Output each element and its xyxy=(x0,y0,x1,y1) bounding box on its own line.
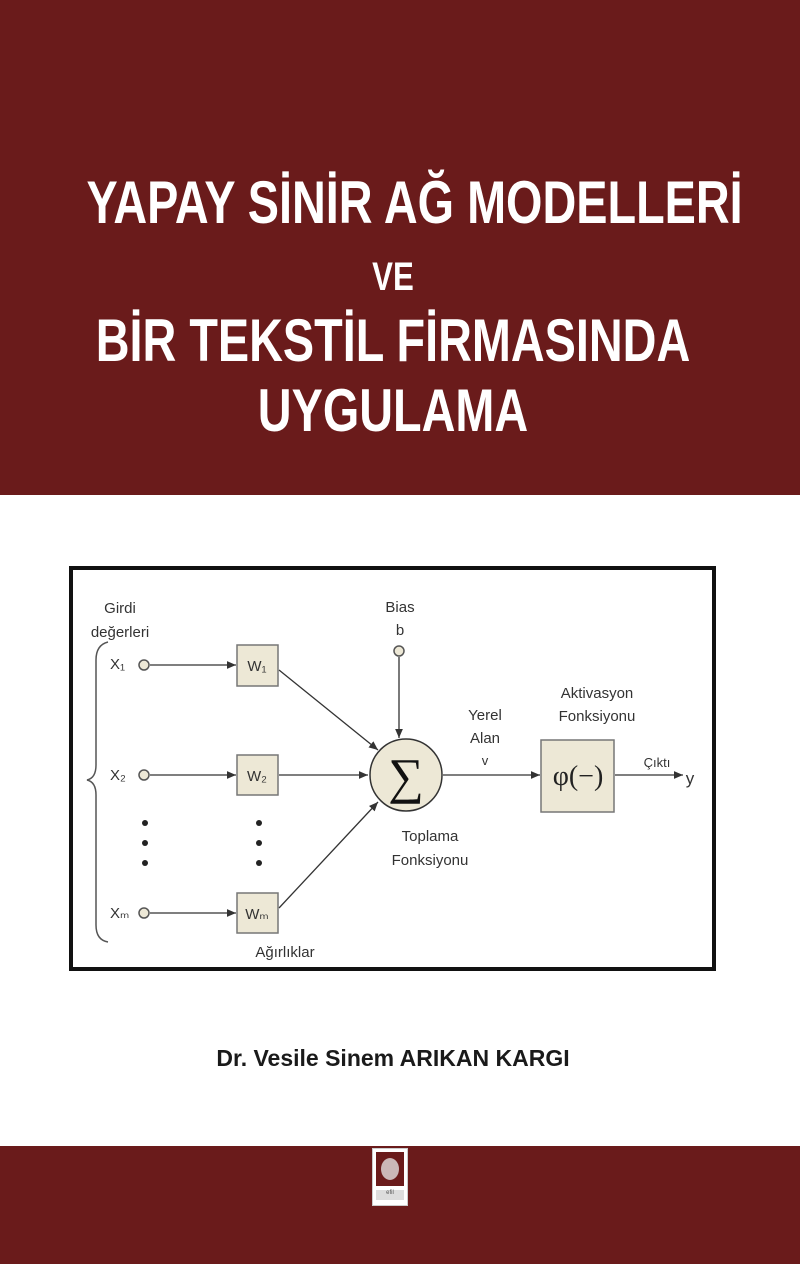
input-x1: X₁ xyxy=(110,656,125,673)
weight-box xyxy=(236,644,279,687)
local-field-symbol: v xyxy=(482,753,489,768)
author-name: Dr. Vesile Sinem ARIKAN KARGI xyxy=(216,1045,570,1071)
activation-label: Aktivasyon xyxy=(561,685,634,702)
input-node xyxy=(138,659,150,671)
local-field-label-2: Alan xyxy=(470,730,500,747)
weight-w2: W₂ xyxy=(247,768,267,785)
input-label-2: değerleri xyxy=(91,624,149,641)
title-line-4: UYGULAMA xyxy=(257,377,529,444)
ellipsis-dot xyxy=(142,860,148,866)
title-line-3: BİR TEKSTİL FİRMASINDA xyxy=(95,307,691,374)
output-label: Çıktı xyxy=(644,755,671,770)
activation-symbol: φ(−) xyxy=(553,761,604,792)
activation-label-2: Fonksiyonu xyxy=(559,708,636,725)
weight-w1: W₁ xyxy=(247,658,266,675)
sum-symbol: ∑ xyxy=(388,748,424,804)
ellipsis-dot xyxy=(256,860,262,866)
activation-box xyxy=(540,739,615,813)
title-line-1: YAPAY SİNİR AĞ MODELLERİ xyxy=(86,169,743,236)
bias-node xyxy=(393,645,405,657)
input-node xyxy=(138,907,150,919)
publisher-emblem-icon xyxy=(376,1152,404,1186)
weight-wm: Wₘ xyxy=(245,906,269,923)
publisher-logo: efil xyxy=(372,1148,408,1206)
input-x2: X₂ xyxy=(110,767,126,784)
title-line-2: VE xyxy=(372,255,414,299)
input-brace xyxy=(86,641,109,943)
input-label: Girdi xyxy=(104,600,136,617)
weight-box xyxy=(236,754,279,796)
ellipsis-dot xyxy=(256,840,262,846)
bias-label: Bias xyxy=(385,599,414,616)
output-symbol: y xyxy=(686,769,695,788)
bias-symbol: b xyxy=(396,622,404,639)
local-field-label: Yerel xyxy=(468,707,502,724)
ellipsis-dot xyxy=(142,840,148,846)
top-band xyxy=(0,0,800,495)
sum-label: Toplama xyxy=(402,828,459,845)
weight-box xyxy=(236,892,279,934)
input-xm: Xₘ xyxy=(110,905,129,922)
weights-label: Ağırlıklar xyxy=(255,944,314,961)
sum-node xyxy=(369,738,443,812)
ellipsis-dot xyxy=(256,820,262,826)
publisher-logo-text: efil xyxy=(376,1190,404,1200)
input-node xyxy=(138,769,150,781)
ellipsis-dot xyxy=(142,820,148,826)
sum-label-2: Fonksiyonu xyxy=(392,852,469,869)
